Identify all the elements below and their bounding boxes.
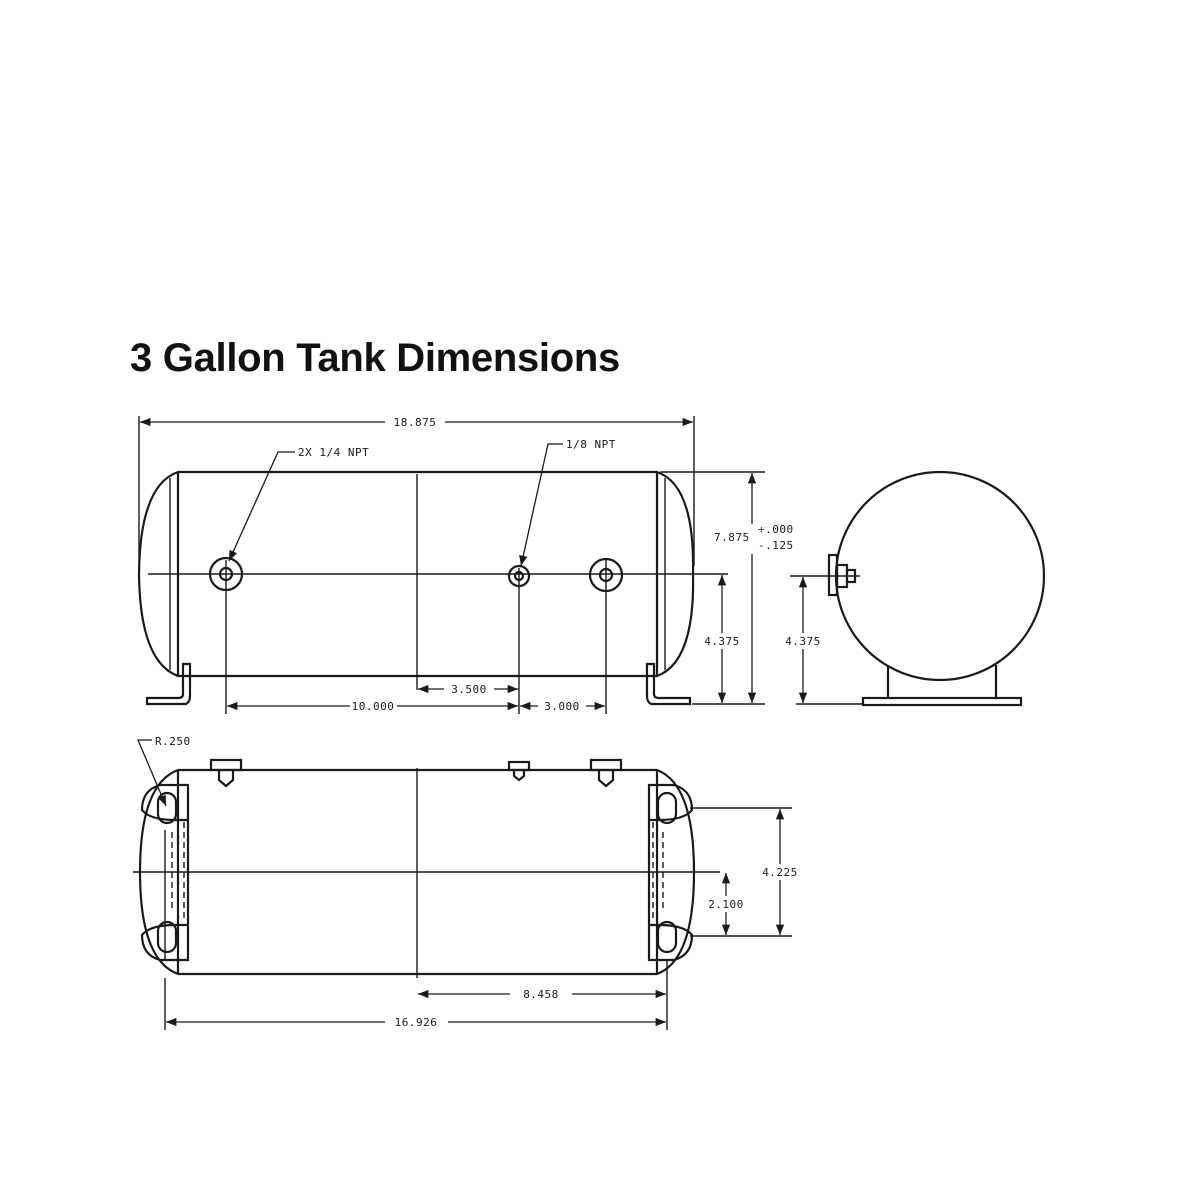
height-side-label: 4.375: [704, 635, 740, 648]
tank-end-outline: [834, 470, 1046, 682]
foot-left: [145, 662, 192, 706]
port-quarter-npt-label: 2X 1/4 NPT: [298, 446, 369, 459]
bracket-left: [140, 783, 190, 962]
port-offset-label: 10.000: [352, 700, 395, 713]
stand-base: [861, 696, 1023, 707]
mount-width-label: 4.225: [762, 866, 798, 879]
port-boss-left: [209, 758, 243, 788]
bracket-right: [647, 783, 694, 962]
port-eighth-npt-label: 1/8 NPT: [566, 438, 616, 451]
end-view: 4.375: [784, 470, 1046, 707]
diameter-label: 7.875: [714, 531, 750, 544]
port-boss-center: [507, 760, 531, 782]
page-title: 3 Gallon Tank Dimensions: [130, 336, 620, 380]
mount-length-label: 16.926: [395, 1016, 438, 1029]
foot-right: [645, 662, 692, 706]
side-view: 18.875 2X 1/4 NPT 1/8 NPT 7.875 +.000 -.…: [137, 416, 796, 714]
mount-half-label: 2.100: [708, 898, 744, 911]
tolerance-plus-label: +.000: [758, 523, 794, 536]
height-end-label: 4.375: [785, 635, 821, 648]
port-spacing-a-label: 3.500: [451, 683, 487, 696]
leader-line: [519, 443, 563, 567]
leader-line: [137, 739, 167, 807]
leader-line: [228, 451, 295, 562]
mount-offset-label: 8.458: [523, 988, 559, 1001]
end-fitting-tip: [845, 568, 857, 584]
overall-length-label: 18.875: [394, 416, 437, 429]
port-spacing-b-label: 3.000: [544, 700, 580, 713]
top-view: R.250 4.225 2.100 8.458 16.926: [133, 735, 802, 1030]
tolerance-minus-label: -.125: [758, 539, 794, 552]
radius-label: R.250: [155, 735, 191, 748]
port-boss-right: [589, 758, 623, 788]
